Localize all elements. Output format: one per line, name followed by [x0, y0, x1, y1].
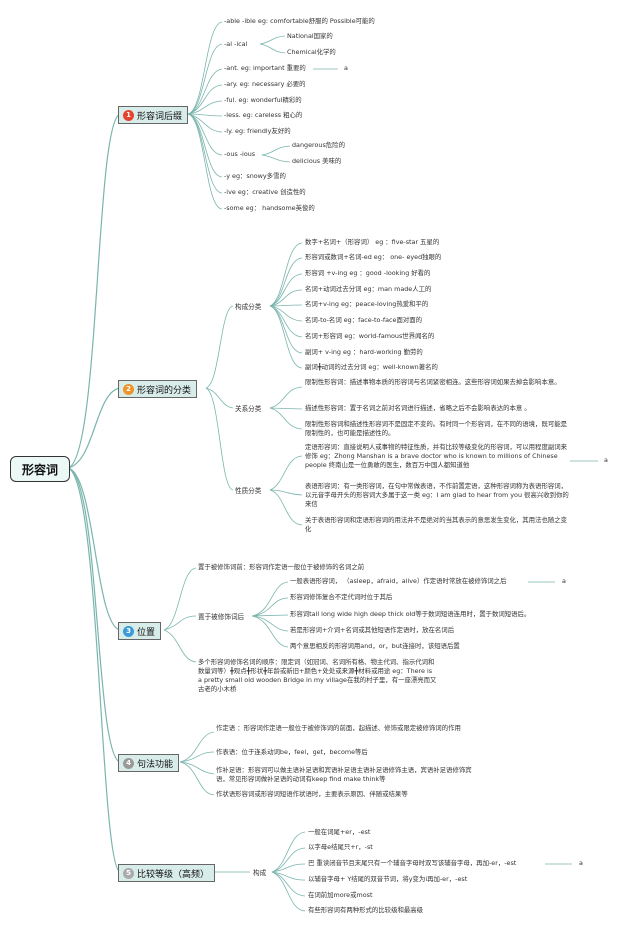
leaf-text: 定语形容词：直接说明人或事物的特征性质，并有比较等级变化的形容词，可以用程度副词… — [305, 443, 568, 469]
leaf-text: 一般在词尾+er，-est — [308, 828, 371, 836]
leaf-text: 作补足语：形容词可以做主语补足语和宾语补足语主语补足语修饰主语，宾语补足语修饰宾… — [216, 766, 472, 783]
leaf-text: 描述性形容词：置于名词之前对名词进行描述，省略之后不会影响表达的本意 。 — [305, 404, 531, 412]
leaf-text: 在词前加more或most — [308, 891, 373, 899]
leaf-text: National国家的 — [287, 32, 333, 40]
group-label: 性质分类 — [235, 487, 262, 495]
leaf-note: a — [562, 577, 566, 585]
leaf-text: -y eg：snowy多雪的 — [224, 172, 286, 180]
leaf-text: -some eg： handsome英俊的 — [224, 204, 315, 212]
leaf-text: 数字+名词+（形容词） eg ：five-star 五星的 — [305, 238, 440, 246]
leaf-text: 形容词修饰复合不定代词时位于其后 — [290, 593, 393, 601]
leaf-text: -ous -ious — [224, 150, 256, 158]
leaf-text: 形容词tall long wide high deep thick old等于数… — [290, 610, 531, 618]
leaf-text: 以辅音字母+ Y结尾的双音节词，将y变为i再加-er，-est — [308, 875, 468, 883]
number-badge-3: 3 — [123, 625, 134, 637]
leaf-text: dangerous危险的 — [292, 141, 345, 149]
leaf-text: 形容词 +v-ing eg ：good -looking 好看的 — [305, 269, 431, 277]
branch-label: 位置 — [137, 627, 156, 638]
leaf-text: 限制性形容词：描述事物本质的形容词与名词紧密相连。这些形容词如果去掉会影响本意。 — [305, 378, 561, 386]
leaf-text: 作状语形容词或形容词短语作状语时，主要表示原因、伴随或结果等 — [216, 790, 408, 798]
leaf-text: delicious 美味的 — [292, 157, 342, 165]
branch-classification[interactable]: 2 形容词的分类 — [118, 380, 198, 398]
leaf-text: 多个形容词修饰名词的顺序：限定词（如冠词、名词所有格、物主代词、指示代词和数量词… — [198, 658, 437, 693]
leaf-text: -ly. eg: friendly友好的 — [224, 127, 291, 135]
leaf-text: 限制性形容词和描述性形容词不是固定不变的。有时同一个形容词，在不同的语境，既可能… — [305, 420, 568, 437]
group-label: 构成 — [253, 869, 267, 877]
leaf-text: Chemical化学的 — [287, 48, 336, 56]
branch-position[interactable]: 3 位置 — [118, 622, 162, 640]
leaf-text: 名词+形容词 eg：world-famous世界闻名的 — [305, 332, 435, 340]
branch-label: 比较等级（高频） — [137, 869, 210, 880]
branch-suffix[interactable]: 1 形容词后缀 — [118, 106, 189, 124]
leaf-text: 副词+ v-ing eg ：hard-working 勤劳的 — [305, 348, 423, 356]
leaf-text: 若是形容词+介词+名词或其他短语作定语时，放在名词后 — [290, 626, 455, 634]
branch-syntax[interactable]: 4 句法功能 — [118, 754, 180, 772]
leaf-text: 巴 重读闭音节且末尾只有一个辅音字母时双写该辅音字母，再加-er，-est — [308, 859, 517, 867]
leaf-text: 两个意思相反的形容词用and，or，but连接时，该短语后置 — [290, 642, 460, 650]
leaf-text: -ant. eg: important 重要的 — [224, 64, 306, 72]
leaf-text: 有些形容词有两种形式的比较级和最高级 — [308, 906, 424, 914]
leaf-text: 名词+动词过去分词 eg：man made人工的 — [305, 285, 432, 293]
branch-label: 形容词后缀 — [137, 111, 183, 122]
leaf-text: -ary. eg: necessary 必要的 — [224, 80, 306, 88]
branch-comparison[interactable]: 5 比较等级（高频） — [118, 864, 216, 882]
leaf-text: 作表语：位于连系动词be，feel，get，become等后 — [216, 748, 368, 756]
leaf-text: 关于表语形容词和定语形容词的用法并不是绝对的当其表示的意思发生变化，其用法也随之… — [305, 516, 568, 533]
leaf-text: 一般表语形容词， （asleep，afraid，alive）作定语时常放在被修饰… — [290, 577, 507, 585]
group-label: 置于被修饰词后 — [198, 613, 245, 621]
branch-label: 形容词的分类 — [137, 385, 192, 396]
leaf-text: 作定语 ：形容词作定语一般位于被修饰词的前面，起描述、修饰或限定被修饰词的作用 — [216, 724, 461, 732]
leaf-text: -al -ical — [224, 40, 248, 48]
number-badge-1: 1 — [123, 109, 134, 121]
number-badge-5: 5 — [123, 867, 134, 879]
root-node[interactable]: 形容词 — [10, 456, 70, 482]
leaf-text: 名词-to-名词 eg：face-to-face面对面的 — [305, 316, 423, 324]
leaf-text: -ful. eg: wonderful精彩的 — [224, 96, 302, 104]
leaf-text: 置于被修饰词前：形容词作定语一般位于被修饰的名词之前 — [198, 563, 365, 571]
leaf-text: 以字母e结尾只+r，-st — [308, 843, 373, 851]
number-badge-2: 2 — [123, 383, 134, 395]
number-badge-4: 4 — [123, 757, 134, 769]
leaf-note: a — [344, 64, 348, 72]
group-label: 关系分类 — [235, 405, 262, 413]
branch-label: 句法功能 — [137, 759, 174, 770]
leaf-note: a — [579, 859, 583, 867]
leaf-text: -ive eg：creative 创造性的 — [224, 188, 306, 196]
leaf-text: 形容词或数词+名词-ed eg： one- eyed独眼的 — [305, 253, 442, 261]
leaf-text: 表语形容词：有一类形容词，在句中常做表语，不作前置定语，这种形容词称为表语形容词… — [305, 482, 569, 508]
leaf-text: -less. eg: careless 粗心的 — [224, 111, 303, 119]
leaf-note: a — [604, 456, 608, 464]
group-label: 构成分类 — [235, 303, 262, 311]
leaf-text: 副词╋动词的过去分词 eg：well-known著名的 — [305, 363, 438, 371]
leaf-text: 名词+v-ing eg：peace-loving热爱和平的 — [305, 300, 429, 308]
leaf-text: -able -ible eg: comfortable舒服的 Possible可… — [224, 17, 375, 25]
